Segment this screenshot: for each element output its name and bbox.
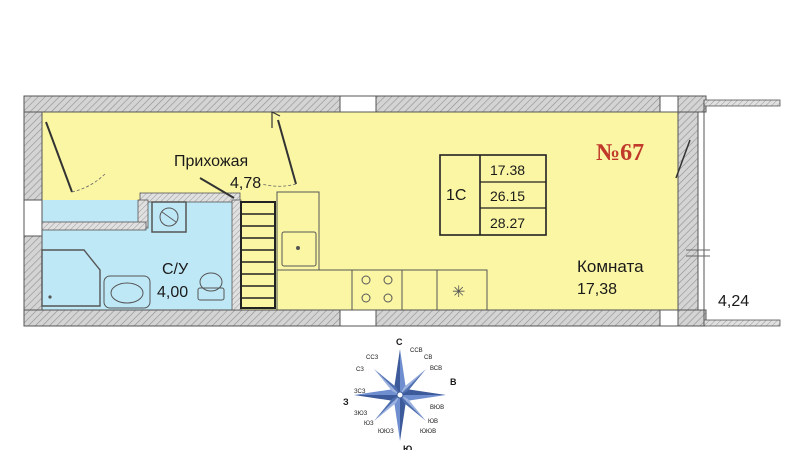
bath-side-wall: [231, 199, 242, 311]
wall-stub-left: [23, 199, 43, 237]
washing-machine: [151, 201, 187, 233]
compass-ssv: ССВ: [410, 348, 423, 354]
bathroom-area: 4,00: [157, 284, 188, 301]
compass-ssz: ССЗ: [366, 355, 379, 361]
compass-yuyuv: ЮЮВ: [420, 429, 436, 435]
hallway-name: Прихожая: [174, 153, 248, 170]
shower-tray: [41, 249, 101, 307]
entry-wall-bottom: [41, 221, 147, 231]
counter-top: [276, 191, 320, 271]
living-name: Комната: [577, 257, 644, 276]
living-area: 17,38: [577, 281, 617, 298]
balcony-floor: [704, 104, 780, 326]
toilet-bowl: [199, 272, 223, 292]
kitchen-counter: [276, 269, 488, 311]
apartment-number: №67: [596, 140, 644, 166]
toilet-tank: [197, 287, 225, 301]
apartment-info-box: [439, 154, 547, 236]
balcony-wall-bottom: [703, 319, 781, 327]
compass-sz: СЗ: [356, 367, 364, 373]
compass-east: В: [450, 377, 457, 387]
compass-west: З: [343, 397, 349, 407]
window-top: [339, 95, 377, 113]
hallway-area: 4,78: [230, 175, 261, 192]
area-total: 26.15: [490, 188, 525, 204]
compass-north: С: [396, 337, 403, 347]
compass-star-icon: [354, 349, 446, 441]
compass-yuv: ЮВ: [428, 419, 438, 425]
balcony-wall-top: [703, 99, 781, 107]
right-wall: [677, 111, 699, 311]
compass-south: Ю: [403, 444, 412, 450]
window-bottom: [339, 309, 377, 327]
kitchen-sink: [281, 231, 317, 267]
compass-sv: СВ: [424, 355, 432, 361]
window-top-right: [659, 95, 679, 113]
compass-rose: С В Ю З ССВ СВ ВСВ ВЮВ ЮВ ЮЮВ ЮЮЗ ЮЗ ЗЮЗ…: [343, 337, 457, 450]
compass-zsz: ЗСЗ: [354, 389, 366, 395]
hallway-bath-wall: [139, 192, 241, 203]
compass-vsv: ВСВ: [430, 366, 442, 372]
area-living: 17.38: [490, 162, 525, 178]
compass-vyuv: ВЮВ: [430, 405, 444, 411]
apartment-type: 1С: [446, 187, 466, 204]
area-total-balcony: 28.27: [490, 215, 525, 231]
stove-burners: [361, 275, 393, 303]
bath-sink: [103, 275, 151, 309]
balcony-area: 4,24: [718, 293, 749, 310]
window-bottom-right: [659, 309, 679, 327]
compass-yuz: ЮЗ: [364, 421, 374, 427]
bathroom-name: С/У: [162, 261, 189, 278]
shelving-unit: [240, 201, 276, 309]
compass-zyuz: ЗЮЗ: [354, 411, 368, 417]
compass-yuyuz: ЮЮЗ: [378, 429, 394, 435]
fridge-icon: ✳: [452, 282, 465, 301]
